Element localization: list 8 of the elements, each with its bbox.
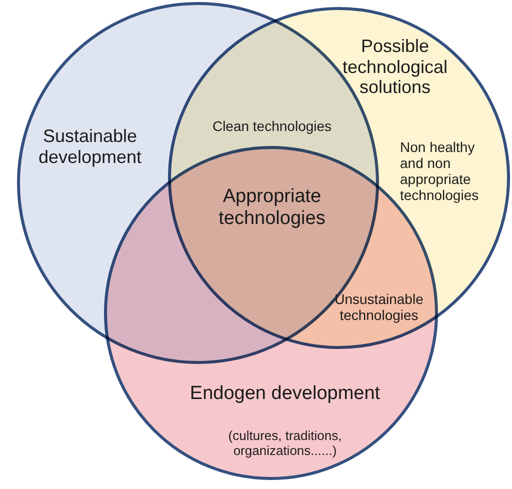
- circle-title: Possible technological solutions: [341, 36, 449, 98]
- region-label: Clean technologies: [212, 118, 332, 134]
- circle-note: (cultures, traditions, organizations......): [227, 429, 343, 459]
- circle-title: Sustainable development: [37, 126, 143, 168]
- region-label: Appropriate technologies: [218, 186, 326, 230]
- circle-title: Endogen development: [188, 383, 382, 405]
- region-label: Unsustainable technologies: [334, 291, 424, 324]
- region-text: Non healthy and non appropriate technologies: [400, 139, 480, 204]
